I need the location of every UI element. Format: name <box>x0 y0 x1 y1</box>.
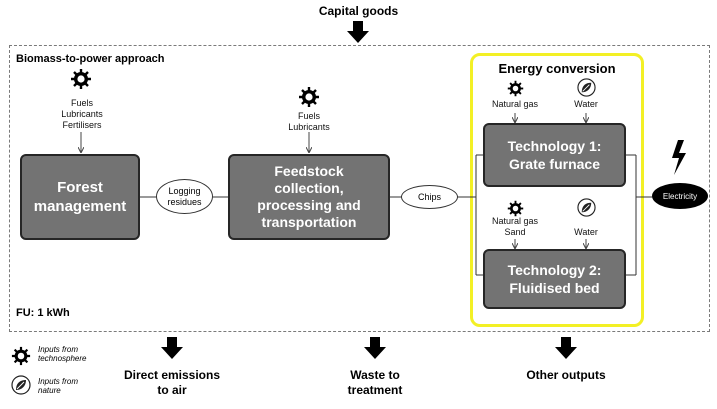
forest-management-box: Forest management <box>20 154 140 240</box>
box-line: Grate furnace <box>508 156 601 172</box>
technology-1-box: Technology 1: Grate furnace <box>483 123 626 187</box>
other-outputs-arrow <box>555 337 577 359</box>
legend-nature: Inputs from nature <box>38 377 78 395</box>
box-line: Fluidised bed <box>509 280 600 296</box>
gear-icon <box>299 87 319 107</box>
gear-icon <box>507 200 524 217</box>
box-line: Feedstock <box>274 163 344 179</box>
approach-label: Biomass-to-power approach <box>16 53 165 65</box>
legend-line: technosphere <box>38 354 87 363</box>
input-label: Lubricants <box>61 109 103 119</box>
tech2-input-gas-sand: Natural gas Sand <box>483 216 547 238</box>
box-line: management <box>33 198 127 215</box>
box-line: transportation <box>261 214 357 230</box>
output-line: Waste to <box>350 368 400 382</box>
input-label: Fuels <box>70 98 93 108</box>
box-line: collection, <box>274 180 344 196</box>
feedstock-inputs: Fuels Lubricants <box>274 111 344 133</box>
legend-line: Inputs from <box>38 345 79 354</box>
input-label: Sand <box>504 227 526 237</box>
waste-arrow <box>364 337 386 359</box>
node-line: Logging <box>168 185 201 196</box>
system-boundary <box>9 45 710 332</box>
fu-label: FU: 1 kWh <box>16 307 70 319</box>
box-line: Technology 1: <box>507 138 602 154</box>
technology-2-box: Technology 2: Fluidised bed <box>483 249 626 309</box>
box-line: Forest <box>57 179 103 196</box>
gear-icon <box>71 69 91 89</box>
gear-icon <box>11 346 31 366</box>
feedstock-box: Feedstock collection, processing and tra… <box>228 154 390 240</box>
input-label: Natural gas <box>491 216 539 226</box>
legend-technosphere: Inputs from technosphere <box>38 345 86 363</box>
leaf-icon <box>577 78 596 97</box>
electricity-node: Electricity <box>652 183 708 209</box>
tech1-input-water: Water <box>574 99 598 109</box>
energy-conversion-box <box>470 53 644 327</box>
leaf-icon <box>577 198 596 217</box>
legend-line: Inputs from <box>38 377 79 386</box>
tech2-input-water: Water <box>574 227 598 237</box>
output-line: treatment <box>347 383 403 397</box>
capital-goods-label: Capital goods <box>318 4 399 18</box>
output-line: to air <box>157 383 187 397</box>
output-line: Direct emissions <box>123 368 221 382</box>
leaf-icon <box>11 375 31 395</box>
tech1-input-gas: Natural gas <box>491 99 539 109</box>
chips-node: Chips <box>401 185 458 209</box>
other-outputs-label: Other outputs <box>526 368 606 382</box>
legend-line: nature <box>38 386 61 395</box>
input-label: Fuels <box>297 111 320 121</box>
box-line: processing and <box>257 197 361 213</box>
capital-goods-arrow <box>347 21 369 43</box>
input-label: Fertilisers <box>62 120 102 130</box>
direct-emissions-label: Direct emissions to air <box>112 368 232 398</box>
node-line: Chips <box>417 191 441 202</box>
forest-inputs: Fuels Lubricants Fertilisers <box>46 98 118 131</box>
direct-emissions-arrow <box>161 337 183 359</box>
energy-conversion-title: Energy conversion <box>498 61 616 76</box>
box-line: Technology 2: <box>507 262 602 278</box>
input-label: Lubricants <box>288 122 330 132</box>
gear-icon <box>507 80 524 97</box>
lightning-icon <box>672 140 686 175</box>
waste-treatment-label: Waste to treatment <box>325 368 425 398</box>
logging-residues-node: Logging residues <box>156 179 213 214</box>
node-line: residues <box>167 196 202 207</box>
